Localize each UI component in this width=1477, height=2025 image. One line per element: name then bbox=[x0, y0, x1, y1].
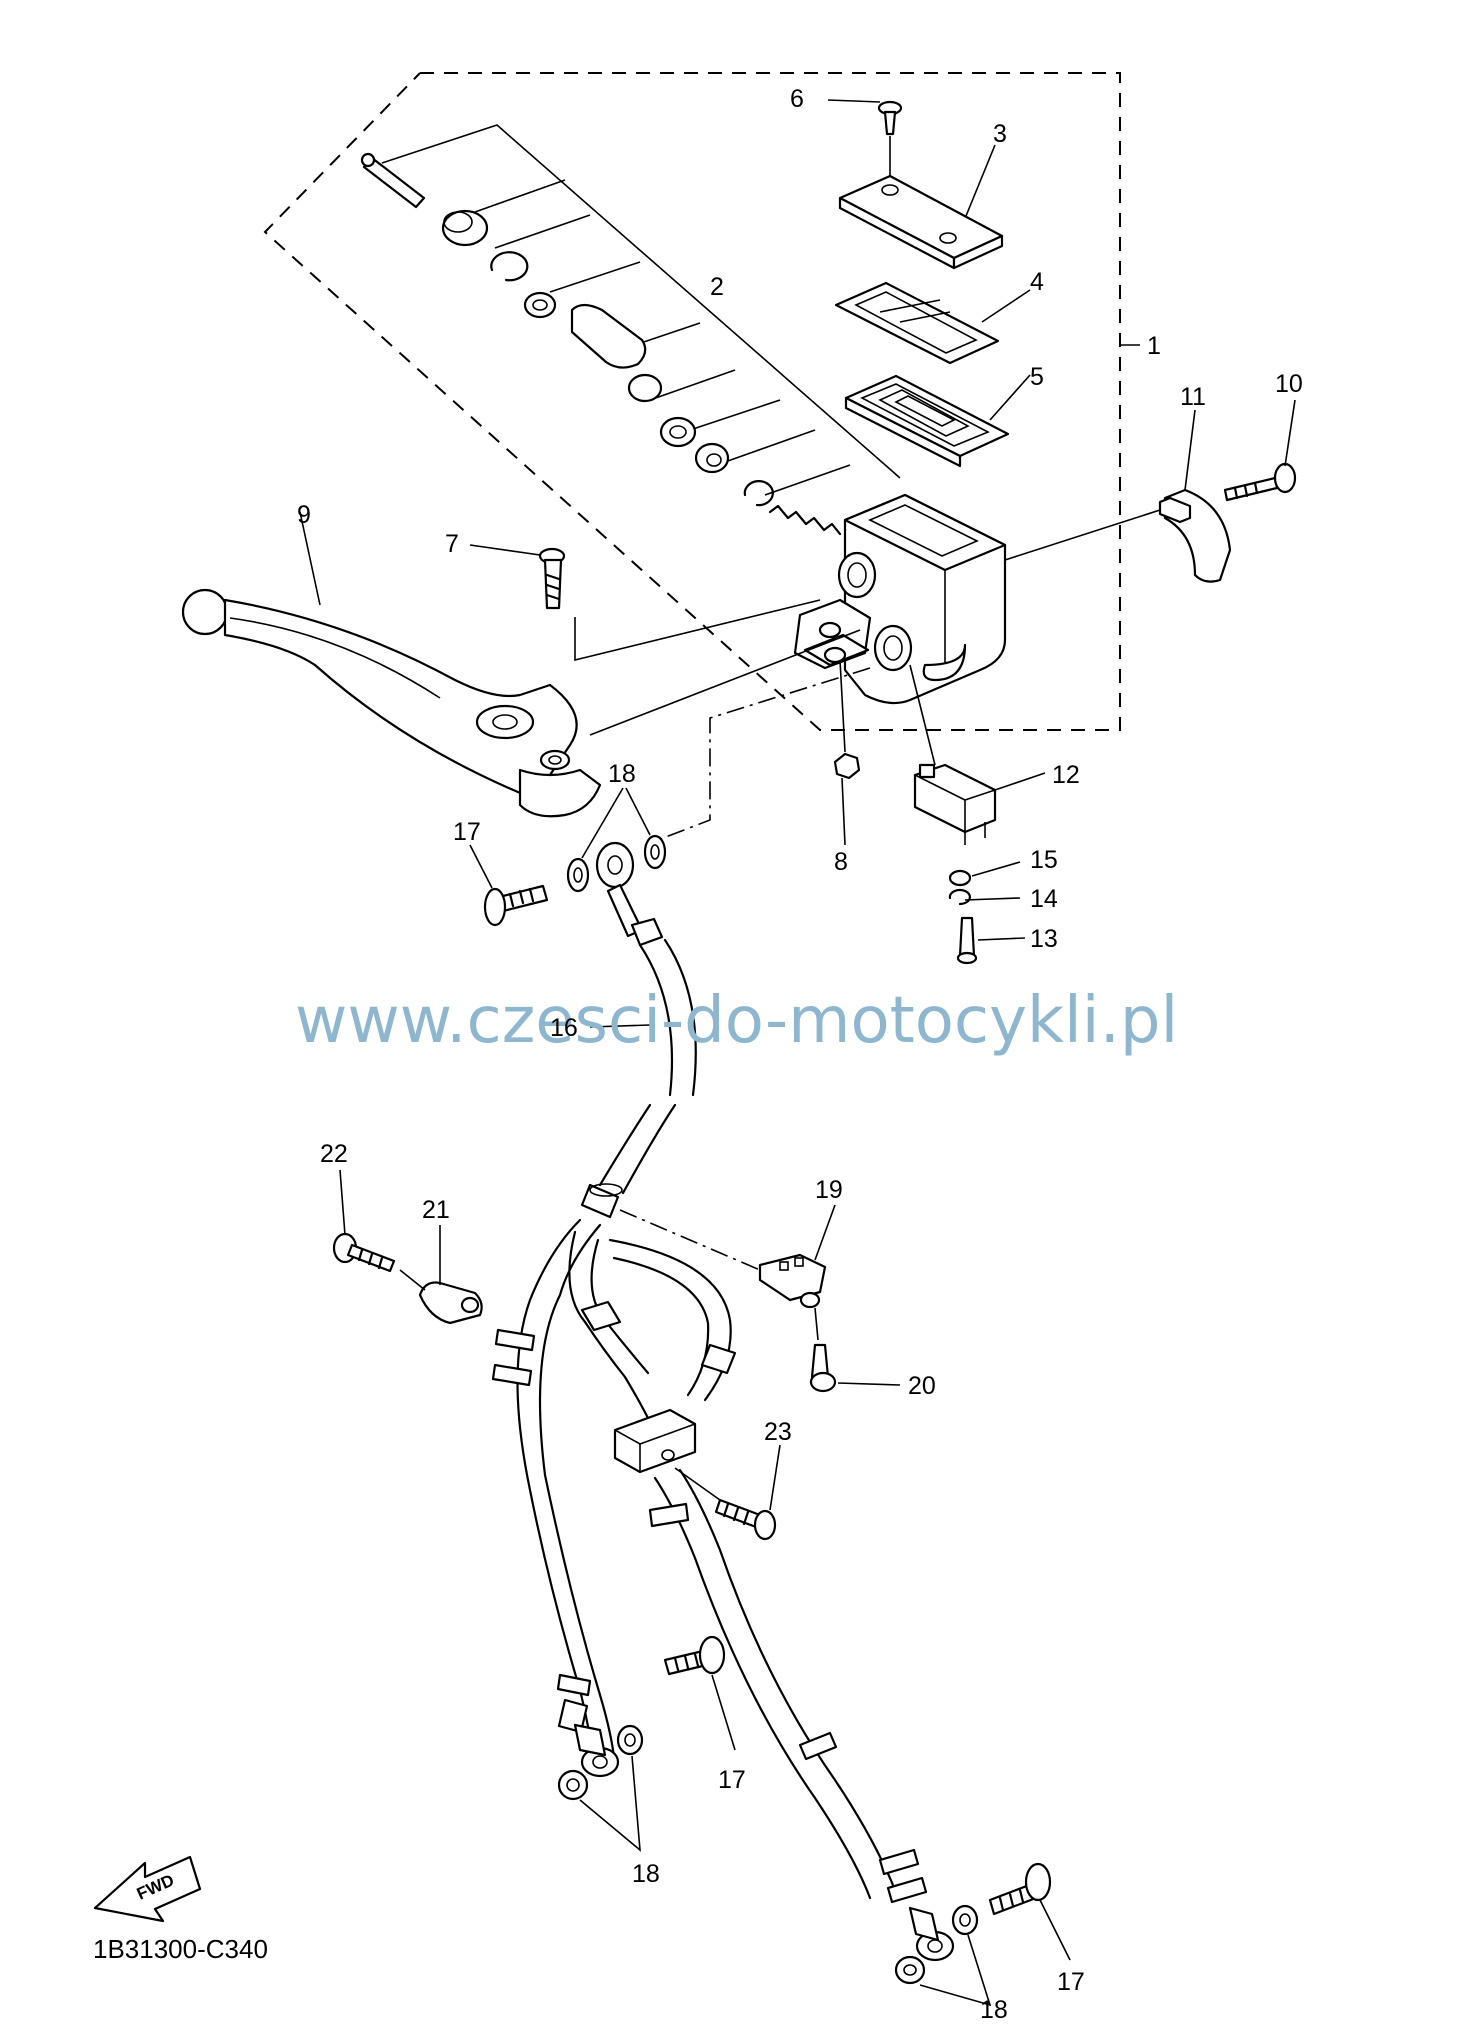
banjo-bolt-17a bbox=[469, 844, 549, 927]
callout-18a: 18 bbox=[608, 760, 636, 788]
screw-6 bbox=[827, 99, 903, 178]
lock-washer-14 bbox=[948, 888, 971, 906]
callout-4: 4 bbox=[1030, 268, 1044, 296]
callout-9: 9 bbox=[297, 501, 311, 529]
washer-18a-1 bbox=[566, 857, 590, 893]
callout-2: 2 bbox=[710, 273, 724, 301]
master-cylinder-body bbox=[793, 493, 1161, 705]
reservoir-cap bbox=[838, 144, 1004, 270]
callout-12: 12 bbox=[1052, 761, 1080, 789]
watermark-text: www.czesci-do-motocykli.pl bbox=[295, 984, 1178, 1058]
callout-10: 10 bbox=[1275, 370, 1303, 398]
brake-switch bbox=[909, 664, 1046, 845]
callout-11: 11 bbox=[1180, 383, 1206, 411]
assembly-boundary bbox=[263, 72, 1121, 731]
callout-16: 16 bbox=[550, 1014, 578, 1042]
screw-13 bbox=[956, 916, 1026, 965]
callout-7: 7 bbox=[445, 530, 459, 558]
callout-1: 1 bbox=[1147, 332, 1161, 360]
bolt-20 bbox=[809, 1307, 901, 1393]
callout-17b: 17 bbox=[718, 1766, 746, 1794]
callout-18c: 18 bbox=[980, 1996, 1008, 2024]
washer-18a-2 bbox=[643, 834, 667, 870]
callout-6: 6 bbox=[790, 85, 804, 113]
callout-18b: 18 bbox=[632, 1860, 660, 1888]
callout-3: 3 bbox=[993, 120, 1007, 148]
clamp-21 bbox=[399, 1225, 483, 1325]
callout-13: 13 bbox=[1030, 925, 1058, 953]
upper-banjo-fitting bbox=[595, 841, 664, 947]
callout-14: 14 bbox=[1030, 885, 1058, 913]
brake-hose-assembly bbox=[491, 938, 955, 1962]
diaphragm-plate bbox=[834, 281, 1031, 365]
callout-22: 22 bbox=[320, 1140, 348, 1168]
hose-guide-19 bbox=[619, 1204, 836, 1309]
callout-20: 20 bbox=[908, 1372, 936, 1400]
pivot-bolt-7 bbox=[469, 544, 821, 662]
bolt-22 bbox=[332, 1169, 396, 1273]
callout-8: 8 bbox=[834, 848, 848, 876]
washer-18c-2 bbox=[894, 1955, 926, 1985]
callout-17a: 17 bbox=[453, 818, 481, 846]
brake-lever bbox=[181, 511, 861, 818]
washer-18b-2 bbox=[557, 1769, 589, 1801]
callout-23: 23 bbox=[764, 1418, 792, 1446]
washer-18c-1 bbox=[951, 1904, 979, 1936]
callout-21: 21 bbox=[422, 1196, 450, 1224]
washer-15 bbox=[948, 869, 972, 887]
nut-8 bbox=[833, 659, 861, 846]
diaphragm bbox=[844, 374, 1031, 468]
banjo-bolt-17c bbox=[988, 1862, 1071, 1961]
callout-15: 15 bbox=[1030, 846, 1058, 874]
piston-kit bbox=[360, 124, 901, 536]
holder-11 bbox=[1158, 409, 1232, 583]
forward-direction-arrow: FWD bbox=[93, 1855, 202, 1923]
callout-19: 19 bbox=[815, 1176, 843, 1204]
washer-18b-1 bbox=[616, 1724, 644, 1756]
callout-17c: 17 bbox=[1057, 1968, 1085, 1996]
callout-5: 5 bbox=[1030, 363, 1044, 391]
bolt-23 bbox=[674, 1444, 781, 1541]
callout-labels: 1 2 3 4 5 6 7 8 9 10 11 12 13 14 15 16 1… bbox=[297, 85, 1303, 2024]
diagram-code: 1B31300-C340 bbox=[93, 1934, 268, 1964]
banjo-bolt-17b bbox=[663, 1635, 736, 1751]
bolt-10 bbox=[1223, 399, 1297, 502]
